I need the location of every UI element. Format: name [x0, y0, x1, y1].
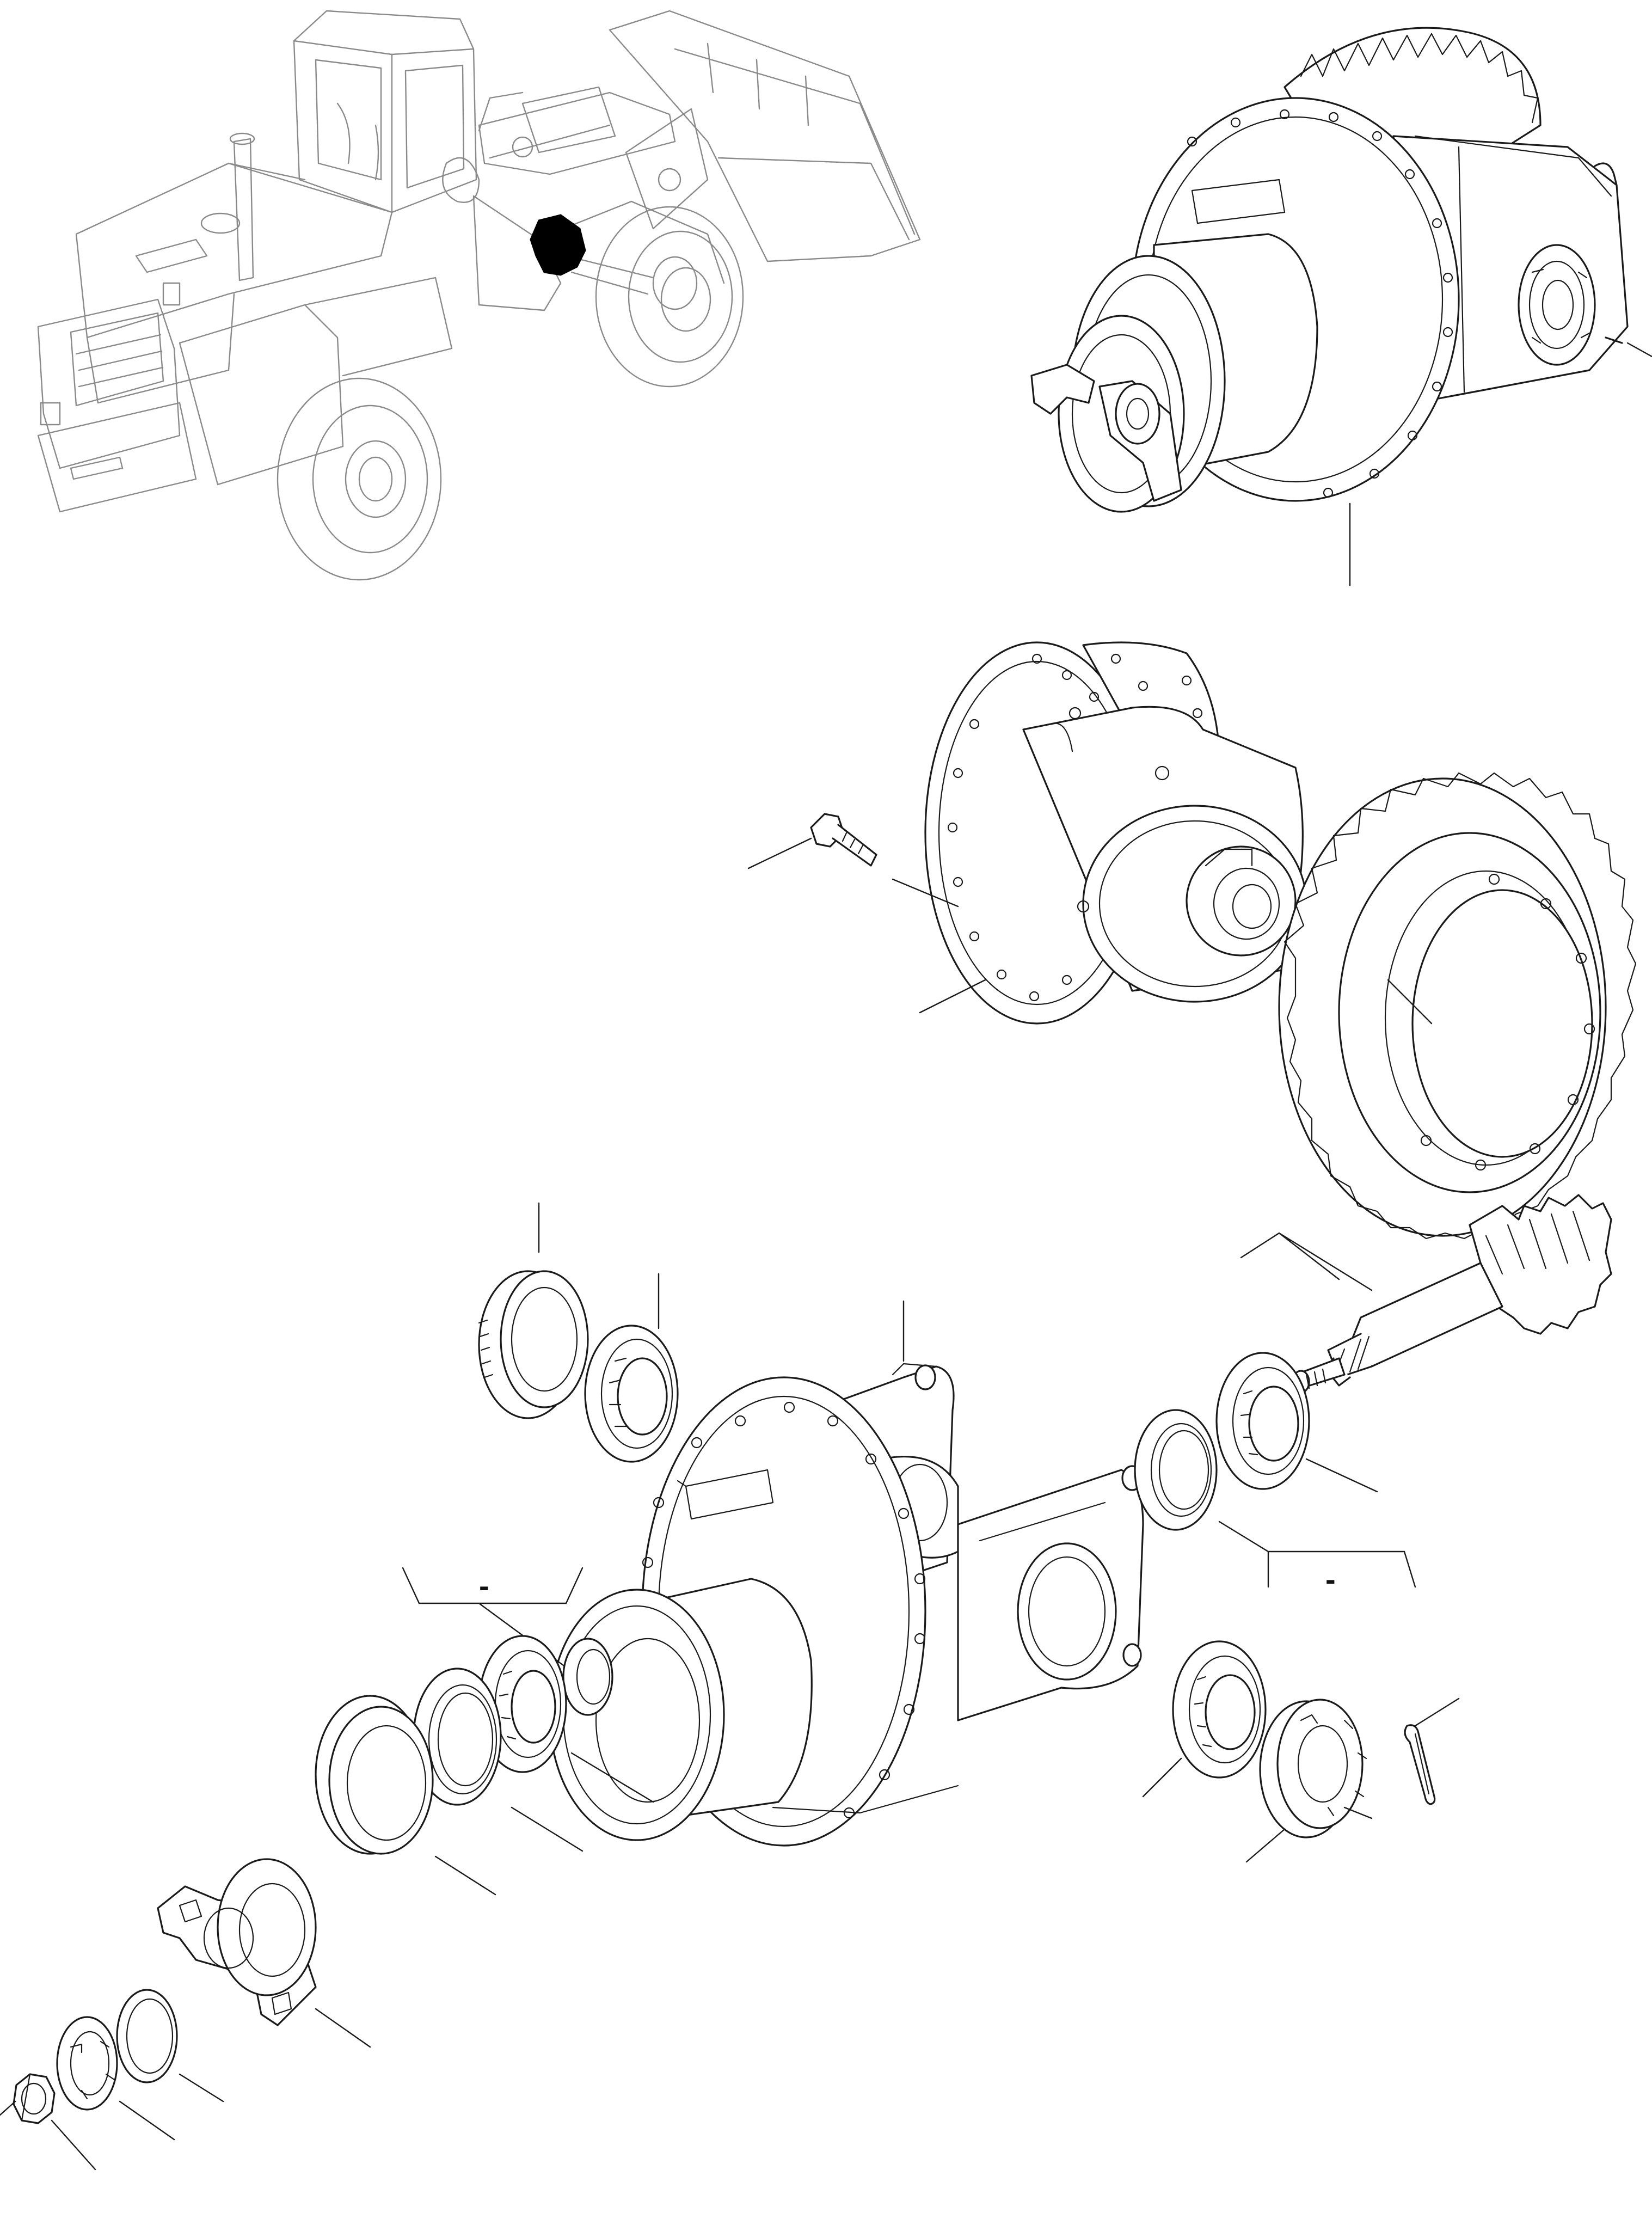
highlighted-differential-marker [530, 214, 586, 276]
leader-right-adjuster-b [1343, 1806, 1373, 1819]
leader-pinion-bearing [1305, 1458, 1378, 1493]
leader-lock-washer [119, 2100, 175, 2141]
right-taper-bearing [1142, 1640, 1267, 1798]
loader-boom-arms [478, 86, 709, 230]
flange-nut [0, 2073, 96, 2171]
loader-cab [293, 10, 477, 213]
leader-right-bearing [1142, 1757, 1182, 1798]
differential-case [924, 641, 1307, 1025]
leader-drive-flange [315, 2008, 371, 2048]
axle-center-housing [549, 1300, 1144, 1847]
leader-assembled-side [1626, 342, 1652, 358]
right-range-marker: - [1325, 1562, 1336, 1596]
pinion-spacer-ring [562, 1638, 613, 1716]
leader-case-bolt [747, 837, 812, 869]
wheel-loader-overview [37, 10, 921, 581]
assembled-pinion-nose [1030, 233, 1318, 513]
leader-o-ring [179, 2073, 224, 2103]
leader-case-bolt-end [892, 878, 959, 908]
o-ring [116, 1989, 224, 2103]
loader-rear-wheel [179, 277, 453, 581]
left-taper-bearing [584, 1273, 679, 1463]
cotter-pin [1404, 1697, 1460, 1805]
leader-bearing-cup [511, 1806, 584, 1852]
leader-cotter-pin [1414, 1697, 1460, 1727]
leader-flange-nut-left [0, 2100, 16, 2116]
leader-oil-seal [434, 1855, 496, 1896]
left-adjuster-nut [478, 1202, 589, 1419]
lock-washer [56, 2016, 175, 2141]
pinion-shim-ring [1134, 1409, 1218, 1531]
assembled-differential-view [1030, 27, 1652, 586]
pinion-bearing-inner [1215, 1352, 1378, 1493]
drive-flange-yoke [157, 1858, 371, 2048]
leader-differential-case [919, 979, 986, 1014]
loader-front-axle [442, 91, 698, 311]
bearing-cup [413, 1668, 584, 1852]
leader-flange-nut [51, 2119, 96, 2171]
case-bolt [810, 813, 877, 867]
loader-front-wheel [549, 200, 744, 388]
leader-right-adjuster [1245, 1828, 1286, 1863]
loader-grille [37, 298, 197, 513]
loader-bucket [609, 10, 921, 262]
differential-case-group [747, 641, 1307, 1025]
leader-gear-set-bracket [1240, 1232, 1373, 1291]
ring-gear-group [1278, 772, 1637, 1240]
left-range-marker: - [479, 1568, 489, 1603]
right-adjuster-nut [1245, 1699, 1373, 1863]
leader-right-range-bracket [1218, 1521, 1416, 1588]
pinion-shaft [1292, 1194, 1612, 1394]
leader-ring-gear [1387, 979, 1433, 1025]
leader-outer-bearing [570, 1752, 654, 1803]
loader-engine-hood [75, 132, 393, 404]
pinion-oil-seal [315, 1695, 496, 1896]
